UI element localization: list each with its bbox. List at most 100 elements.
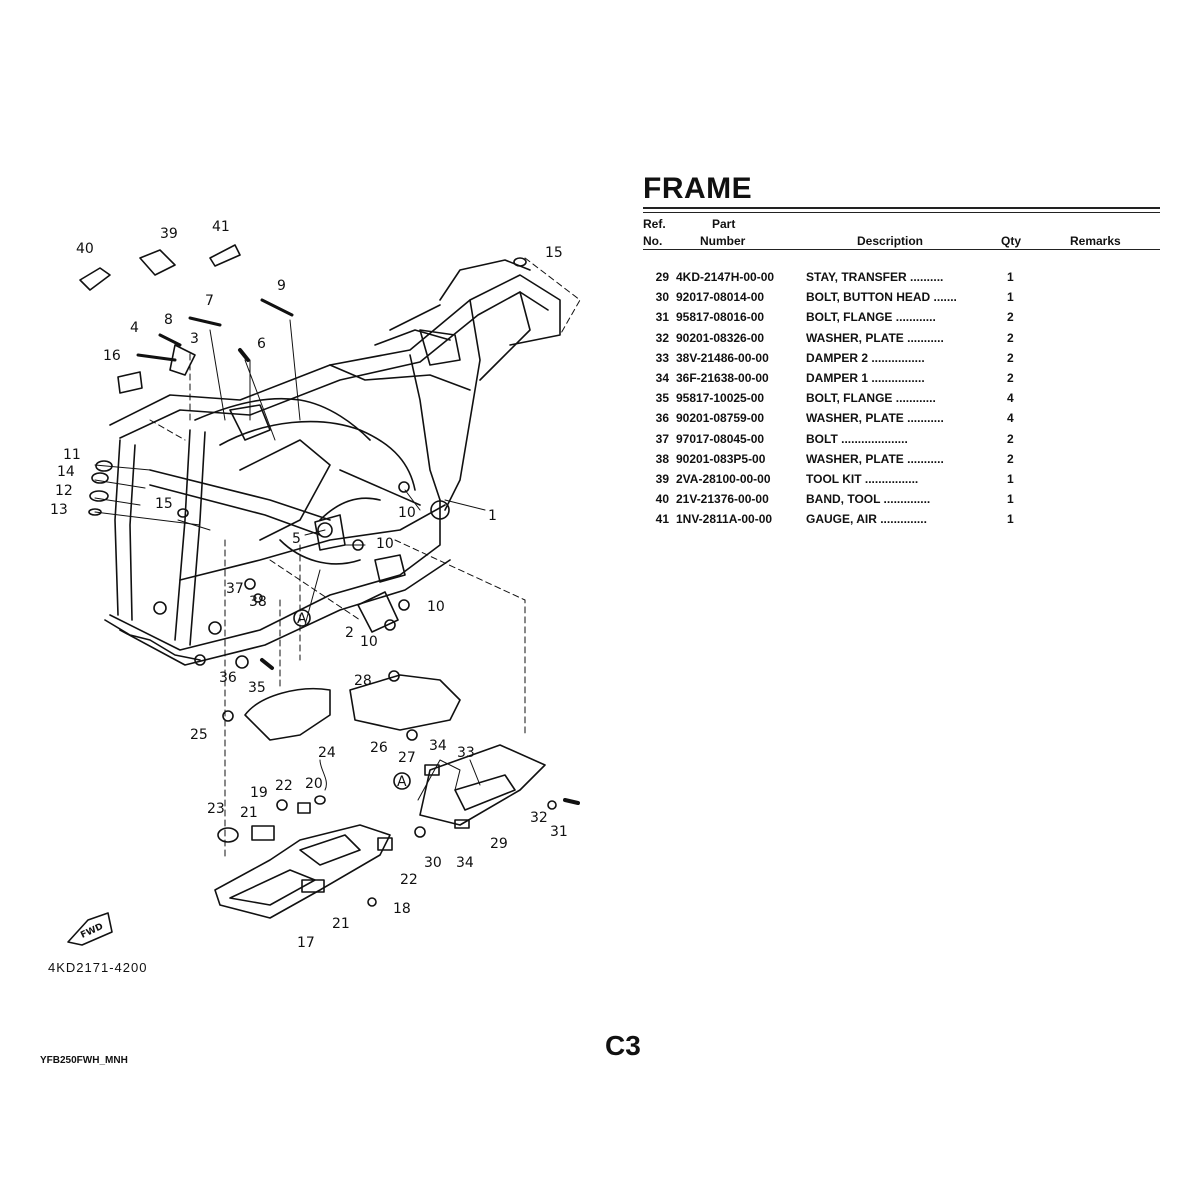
callout: 10	[427, 599, 445, 615]
callout: 41	[212, 219, 230, 235]
reference-marker-a-frame	[293, 609, 311, 627]
part-qty: 1	[1007, 512, 1014, 527]
part-qty: 2	[1007, 431, 1014, 446]
damper-21b	[301, 879, 325, 893]
bushing-14	[91, 472, 109, 484]
damper-22b	[377, 837, 393, 851]
callout: 34	[429, 738, 447, 754]
page-id: C3	[605, 1030, 641, 1061]
bolt-31	[563, 798, 580, 805]
dashed-leaders	[149, 257, 581, 861]
part-description: DAMPER 2 ................	[806, 350, 925, 365]
callout: 3	[190, 331, 199, 347]
bolt-4	[136, 353, 177, 362]
callout: 12	[55, 483, 73, 499]
table-row: 34 36F-21638-00-00 DAMPER 1 ............…	[643, 371, 1160, 391]
washer-32	[547, 800, 557, 810]
table-row: 41 1NV-2811A-00-00 GAUGE, AIR ..........…	[643, 512, 1160, 532]
ref-no: 38	[655, 451, 669, 466]
callout: 7	[205, 293, 214, 309]
bolt-37	[244, 578, 256, 590]
callout-labels: 1 2 3 4 5 6 7 8 9 10 10 10 10 11 12 13 1…	[50, 219, 568, 951]
callout: 2	[345, 625, 354, 641]
callout: 34	[456, 855, 474, 871]
cap-19	[276, 799, 288, 811]
reference-marker-label: A	[297, 611, 307, 627]
part-number: 21V-21376-00-00	[676, 492, 769, 507]
table-row: 35 95817-10025-00 BOLT, FLANGE .........…	[643, 391, 1160, 411]
callout: 28	[354, 673, 372, 689]
parts-table: 29 4KD-2147H-00-00 STAY, TRANSFER ......…	[643, 270, 1160, 532]
part-description: BOLT ....................	[806, 431, 908, 446]
table-row: 37 97017-08045-00 BOLT .................…	[643, 432, 1160, 452]
part-number: 92017-08014-00	[676, 290, 765, 305]
part-number: 1NV-2811A-00-00	[676, 512, 773, 527]
grommet-23	[217, 827, 239, 843]
bolt-18	[367, 897, 377, 907]
callout: 31	[550, 824, 568, 840]
table-row: 29 4KD-2147H-00-00 STAY, TRANSFER ......…	[643, 270, 1160, 290]
table-row: 36 90201-08759-00 WASHER, PLATE ........…	[643, 411, 1160, 431]
bolt-27	[406, 729, 418, 741]
part-qty: 1	[1007, 270, 1014, 284]
ref-no: 37	[655, 431, 669, 446]
callout: 4	[130, 320, 139, 336]
main-frame	[104, 259, 561, 666]
header-qty: Qty	[1001, 234, 1022, 248]
callout: 15	[155, 496, 173, 512]
ref-no: 31	[655, 310, 669, 325]
washer-36	[235, 655, 249, 669]
header-remarks: Remarks	[1070, 234, 1121, 248]
callout: 37	[226, 581, 244, 597]
reference-marker-a-skid	[393, 772, 411, 790]
table-row: 40 21V-21376-00-00 BAND, TOOL ..........…	[643, 492, 1160, 512]
cap-15-top	[513, 257, 527, 267]
ref-no: 32	[655, 330, 669, 345]
guard-26	[349, 674, 461, 731]
callout: 35	[248, 680, 266, 696]
table-row: 39 2VA-28100-00-00 TOOL KIT ............…	[643, 472, 1160, 492]
nut-10c	[398, 599, 410, 611]
nut-10b	[352, 539, 364, 551]
table-row: 38 90201-083P5-00 WASHER, PLATE ........…	[643, 452, 1160, 472]
skid-plate-17	[214, 824, 391, 919]
callout: 16	[103, 348, 121, 364]
part-number: 38V-21486-00-00	[676, 350, 769, 365]
part-qty: 1	[1007, 492, 1014, 507]
callout: 18	[393, 901, 411, 917]
title-rule	[643, 207, 1160, 213]
callout: 38	[249, 594, 267, 610]
part-number: 90201-083P5-00	[676, 451, 766, 466]
callout: 10	[360, 634, 378, 650]
nut-10a	[398, 481, 410, 493]
bolt-7	[188, 316, 222, 327]
header-part: Part	[712, 217, 736, 231]
guard-24	[244, 687, 331, 741]
tool-kit-39	[139, 249, 176, 276]
tool-band-40	[79, 267, 111, 291]
part-number: 95817-08016-00	[676, 310, 765, 325]
forward-arrow-icon	[67, 912, 113, 946]
part-description: STAY, TRANSFER ..........	[806, 270, 944, 284]
ref-no: 29	[655, 270, 669, 284]
part-description: BOLT, FLANGE ............	[806, 310, 936, 325]
callout: 11	[63, 447, 81, 463]
bolt-35	[260, 658, 274, 670]
bolt-30	[414, 826, 426, 838]
table-row: 31 95817-08016-00 BOLT, FLANGE .........…	[643, 310, 1160, 330]
table-row: 30 92017-08014-00 BOLT, BUTTON HEAD ....…	[643, 290, 1160, 310]
part-qty: 2	[1007, 330, 1014, 345]
bolt-8	[158, 333, 182, 347]
callout: 15	[545, 245, 563, 261]
part-description: DAMPER 1 ................	[806, 370, 925, 385]
part-number: 90201-08759-00	[676, 411, 765, 426]
skid-plate-29	[419, 744, 546, 826]
callout: 10	[376, 536, 394, 552]
callout: 29	[490, 836, 508, 852]
part-description: WASHER, PLATE ...........	[806, 451, 944, 466]
callout: 40	[76, 241, 94, 257]
callout: 1	[488, 508, 497, 524]
header-rule	[643, 249, 1160, 250]
part-description: GAUGE, AIR ..............	[806, 512, 927, 527]
callout: 17	[297, 935, 315, 951]
